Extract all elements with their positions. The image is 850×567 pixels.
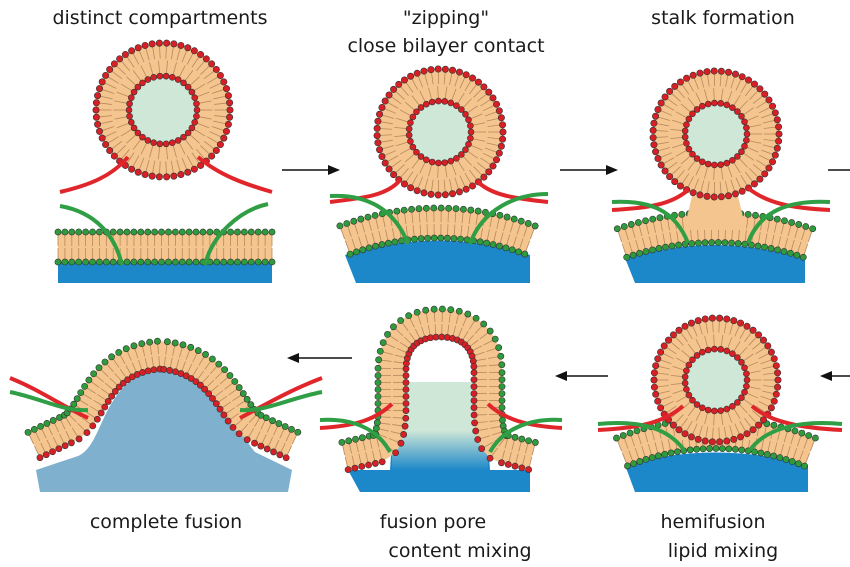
stalk (684, 196, 746, 230)
arrow-step-5-6 (555, 371, 608, 381)
vesicle (93, 40, 233, 180)
panel-distinct-compartments (55, 40, 275, 283)
vesicle (374, 66, 506, 198)
arrow-step-1-2 (282, 165, 340, 175)
label-lipid-mixing: lipid mixing (668, 540, 778, 562)
panel-fusion-pore (320, 306, 562, 492)
label-distinct-compartments: distinct compartments (52, 7, 267, 29)
label-hemifusion: hemifusion (660, 511, 765, 533)
label-stalk-formation: stalk formation (651, 7, 795, 29)
arrow-step-2-3 (560, 165, 618, 175)
cytosol (58, 262, 272, 283)
label-fusion-pore: fusion pore (380, 511, 486, 533)
label-zipping: "zipping" (403, 7, 489, 29)
label-content-mixing: content mixing (388, 540, 531, 562)
label-complete-fusion: complete fusion (90, 511, 242, 533)
bilayer (55, 229, 275, 265)
v-snare-right (240, 378, 322, 418)
panel-zipping (330, 66, 548, 283)
vesicle (650, 68, 782, 200)
panel-complete-fusion (10, 338, 322, 492)
arrow-step-4-5 (820, 371, 850, 381)
panel-stalk-formation (612, 68, 830, 283)
vesicle (651, 315, 781, 445)
arrow-step-6-7 (287, 353, 352, 363)
panel-hemifusion (598, 315, 842, 492)
label-close-bilayer-contact: close bilayer contact (347, 35, 544, 57)
